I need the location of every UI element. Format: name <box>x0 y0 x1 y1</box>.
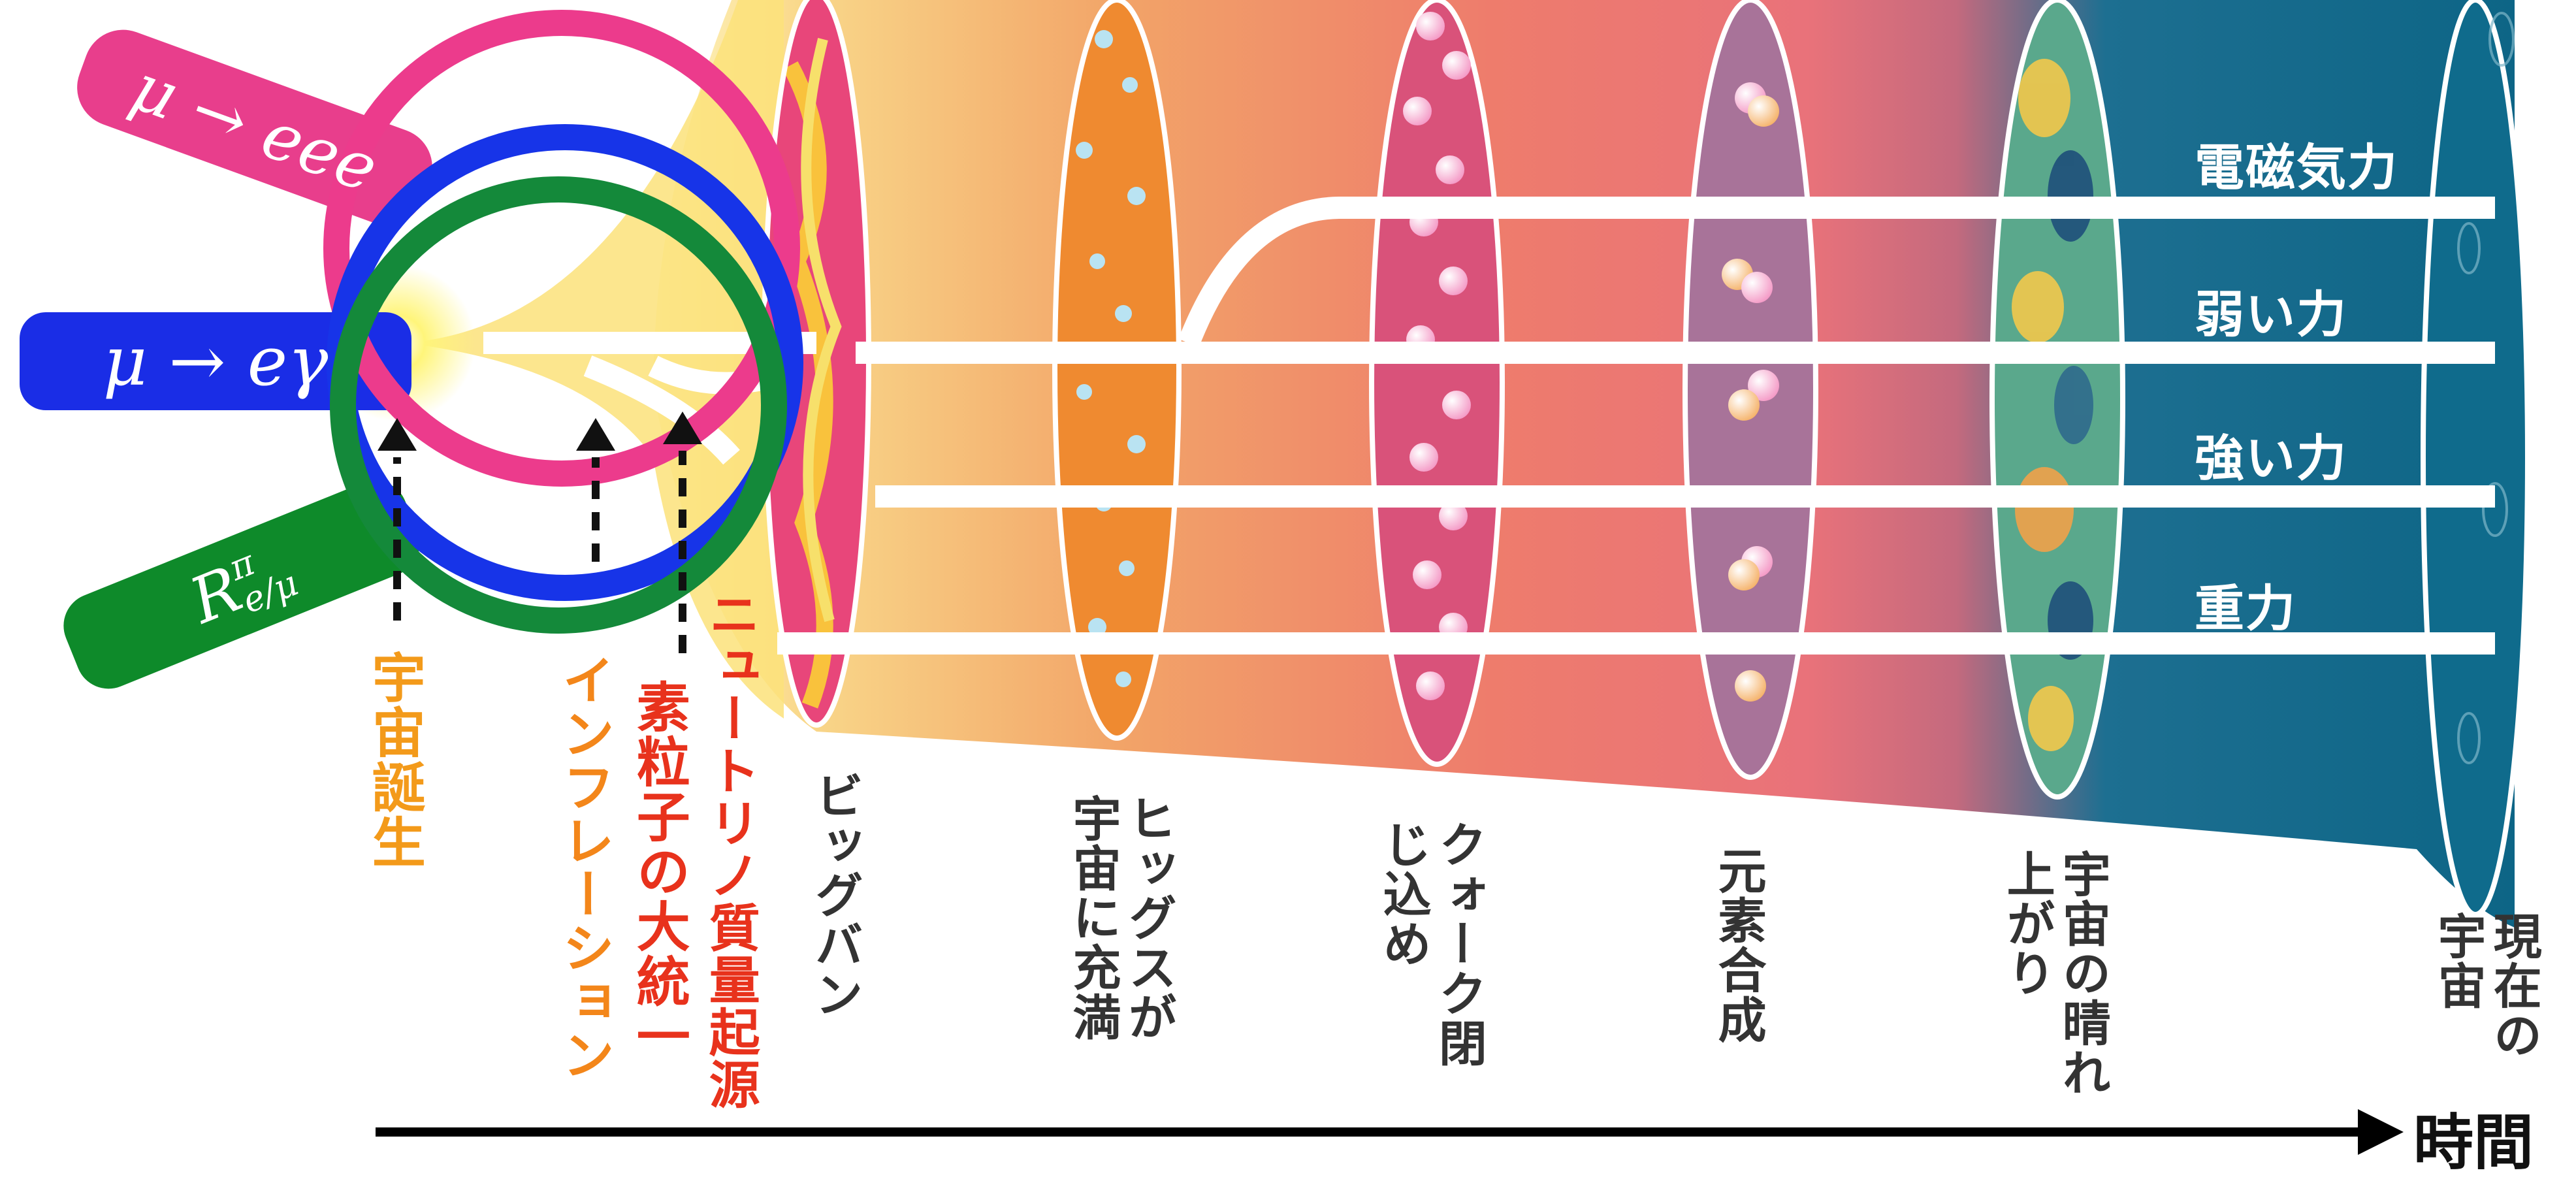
birth-arrowhead <box>378 418 417 451</box>
label-higgs: ヒッグスが 宇宙に充満 <box>1065 794 1177 1042</box>
r-ring <box>330 176 787 634</box>
label-birth: 宇宙誕生 <box>362 650 425 869</box>
time-arrowhead <box>2358 1109 2404 1155</box>
line-unified-split <box>583 355 740 465</box>
force-label-strong: 強い力 <box>2195 429 2347 487</box>
label-quark-confinement: クォーク閉 じ込め <box>1375 820 1487 1068</box>
line-electromagnetic <box>1178 197 2495 348</box>
label-inflation: インフレーション <box>554 653 615 1082</box>
inflation-arrowhead <box>576 418 615 451</box>
force-label-gravity: 重力 <box>2195 579 2296 638</box>
epoch-arrows <box>393 451 686 653</box>
force-lines <box>483 197 2495 655</box>
hadron-particles <box>1403 12 1471 700</box>
mu-egamma-pill <box>20 312 411 410</box>
time-label: 時間 <box>2413 1108 2534 1178</box>
neutrino-arrowhead <box>663 412 702 444</box>
force-label-electromagnetic: 電磁気力 <box>2195 138 2398 197</box>
force-label-weak: 弱い力 <box>2195 285 2347 344</box>
mu-egamma-label: μ → eγ <box>103 321 329 401</box>
label-grand-unification: 素粒子の大統一 <box>627 679 690 1063</box>
nuclei-particles <box>1722 82 1779 702</box>
label-big-bang: ビッグバン <box>807 771 863 1019</box>
higgs-disc <box>1055 0 1179 738</box>
mu-eee-ring <box>323 10 800 487</box>
r-pill <box>63 480 420 689</box>
quark-disc <box>1372 0 1502 764</box>
label-present: 現在の 宇宙 <box>2430 911 2542 1060</box>
label-nucleosynthesis: 元素合成 <box>1710 846 1767 1044</box>
label-neutrino-mass: ニュートリノ質量起源 <box>700 588 760 1110</box>
galaxy-swirls <box>2457 12 2515 764</box>
present-disc <box>2423 0 2528 914</box>
label-recombination: 宇宙の晴れ 上がり <box>1999 849 2111 1097</box>
